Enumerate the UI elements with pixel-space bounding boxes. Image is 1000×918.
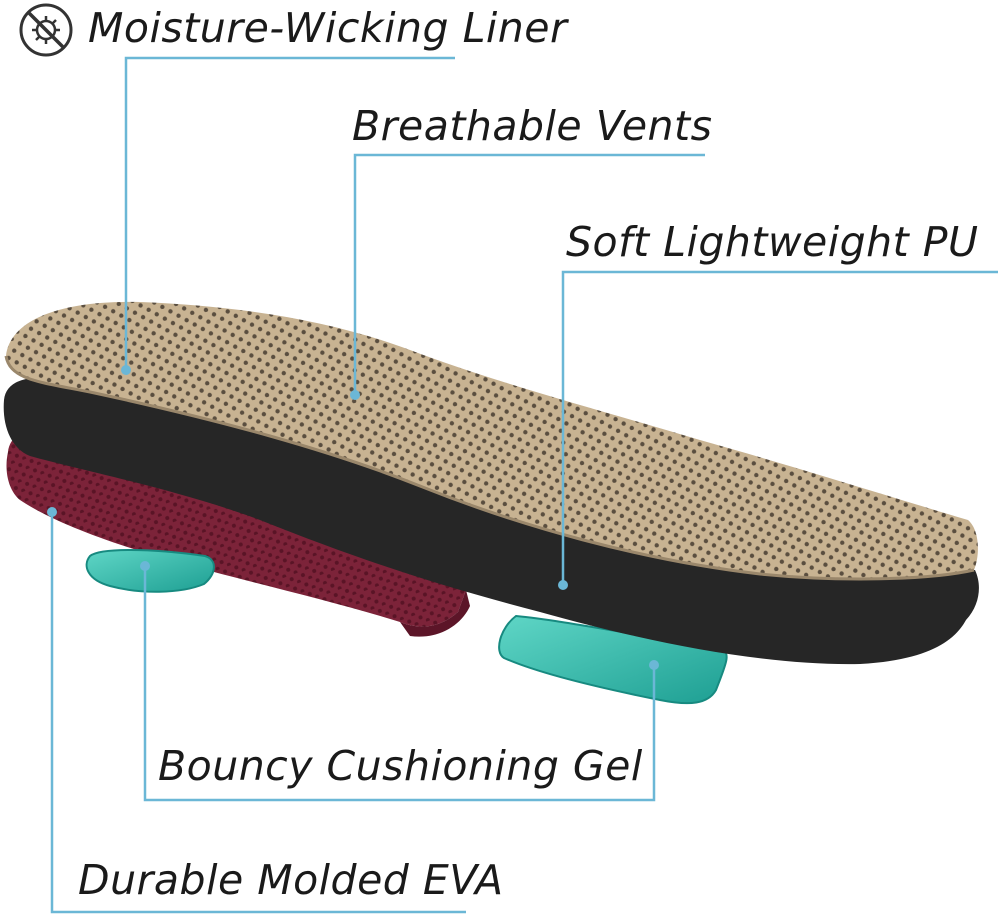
leader-eva	[50, 512, 466, 914]
leader-pu	[561, 270, 998, 585]
leader-vents	[353, 153, 705, 395]
label-soft-lightweight-pu: Soft Lightweight PU	[566, 218, 979, 266]
pu-layer	[3, 377, 979, 665]
antibacterial-icon	[19, 3, 73, 57]
liner-layer	[6, 301, 978, 579]
label-bouncy-cushioning-gel: Bouncy Cushioning Gel	[158, 742, 643, 790]
leader-lines	[50, 56, 998, 914]
leader-dots	[47, 365, 659, 670]
leader-liner	[124, 56, 455, 370]
label-breathable-vents: Breathable Vents	[352, 102, 713, 150]
label-durable-molded-eva: Durable Molded EVA	[78, 856, 504, 904]
gel-pad-heel	[85, 549, 215, 593]
leader-gel	[143, 566, 656, 802]
label-moisture-wicking-liner: Moisture-Wicking Liner	[88, 4, 568, 52]
